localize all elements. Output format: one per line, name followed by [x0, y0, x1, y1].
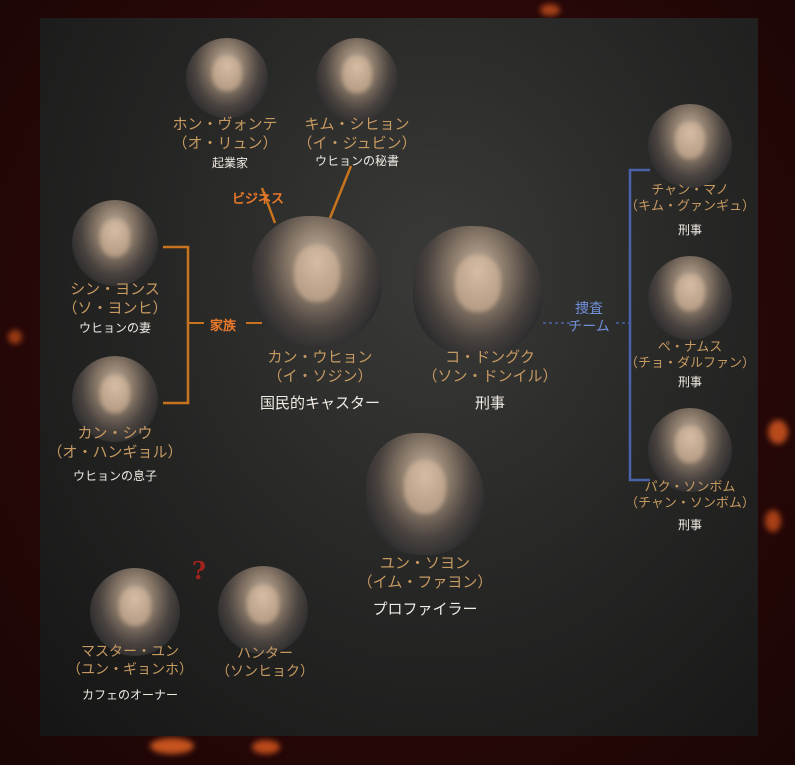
name-kang-shiu: カン・シウ （オ・ハンギョル） — [40, 424, 190, 462]
name-kim-shihyon-text: キム・シヒョン — [304, 115, 410, 133]
role-kim-shihyon: ウヒョンの秘書 — [314, 154, 399, 168]
role-chang: 刑事 — [677, 223, 702, 237]
name-park: パク・ソンボム （チャン・ソンボム） — [615, 480, 758, 513]
actor-park-text: （チャン・ソンボム） — [625, 496, 755, 512]
portrait-kang-wuhyon — [252, 216, 382, 346]
unknown-relation-mark: ? — [192, 556, 207, 585]
family-label: 家族 — [210, 319, 237, 334]
actor-kang-shiu-text: （オ・ハンギョル） — [47, 442, 183, 461]
name-bae-text: ペ・ナムス — [657, 340, 723, 355]
name-kang-wuhyon-text: カン・ウヒョン — [267, 348, 373, 366]
role-master-yun: カフェのオーナー — [81, 688, 178, 702]
portrait-shin — [72, 200, 158, 286]
name-hunter: ハンター （ソンヒョク） — [190, 646, 340, 681]
actor-hong-text: （オ・リュン） — [172, 133, 278, 152]
name-hong: ホン・ヴォンテ （オ・リュン） — [150, 115, 300, 153]
actor-ko-text: （ソン・ドンイル） — [422, 366, 558, 385]
actor-bae-text: （チョ・ダルファン） — [624, 356, 755, 372]
name-ko-text: コ・ドングク — [445, 348, 535, 366]
business-line-hong — [260, 187, 277, 224]
name-park-text: パク・ソンボム — [644, 480, 736, 495]
portrait-hunter — [218, 566, 308, 654]
portrait-chang — [648, 104, 732, 188]
bokeh-light — [252, 740, 280, 754]
team-label-line1: 捜査 — [575, 301, 603, 317]
role-shin: ウヒョンの妻 — [78, 321, 151, 335]
role-ko: 刑事 — [474, 394, 505, 412]
actor-yun-sonyon-text: （イム・ファヨン） — [357, 572, 493, 591]
portrait-bae — [648, 256, 732, 340]
name-hunter-text: ハンター — [237, 646, 293, 662]
name-master-yun: マスター・ユン （ユン・ギョンホ） — [50, 644, 210, 679]
role-hong: 起業家 — [211, 156, 248, 170]
bokeh-light — [765, 510, 781, 532]
actor-kang-wuhyon-text: （イ・ソジン） — [267, 366, 373, 385]
portrait-kim-shihyon — [316, 38, 398, 122]
business-label: ビジネス — [232, 192, 285, 207]
role-park: 刑事 — [677, 518, 702, 532]
portrait-yun-sonyon — [366, 433, 484, 555]
connector-lines — [163, 165, 650, 482]
bokeh-light — [8, 330, 22, 344]
role-kang-wuhyon: 国民的キャスター — [259, 394, 380, 412]
name-kang-wuhyon: カン・ウヒョン （イ・ソジン） — [240, 348, 400, 386]
team-bracket — [628, 168, 650, 482]
name-shin: シン・ヨンス （ソ・ヨンヒ） — [45, 280, 185, 318]
bokeh-light — [150, 738, 194, 754]
actor-master-yun-text: （ユン・ギョンホ） — [67, 661, 193, 678]
bokeh-light — [768, 420, 788, 444]
business-line-kim — [328, 165, 353, 219]
family-bracket — [163, 245, 190, 405]
name-yun-sonyon: ユン・ソヨン （イム・ファヨン） — [340, 554, 510, 592]
name-shin-text: シン・ヨンス — [70, 280, 160, 298]
name-kang-shiu-text: カン・シウ — [77, 424, 153, 442]
bokeh-light — [540, 4, 560, 16]
role-yun-sonyon: プロファイラー — [372, 600, 478, 618]
portrait-master-yun — [90, 568, 180, 656]
name-chang-text: チャン・マノ — [651, 183, 729, 198]
name-chang: チャン・マノ （キム・グァンギュ） — [612, 183, 758, 216]
role-kang-shiu: ウヒョンの息子 — [72, 469, 157, 483]
role-bae: 刑事 — [677, 375, 702, 389]
team-label: 捜査 チーム — [566, 301, 612, 336]
name-yun-sonyon-text: ユン・ソヨン — [379, 554, 470, 572]
actor-kim-shihyon-text: （イ・ジュビン） — [297, 133, 417, 152]
team-label-line2: チーム — [568, 318, 610, 335]
portrait-ko — [413, 226, 543, 356]
relationship-chart: ホン・ヴォンテ （オ・リュン） 起業家 キム・シヒョン （イ・ジュビン） ウヒョ… — [40, 18, 758, 736]
actor-hunter-text: （ソンヒョク） — [216, 663, 314, 680]
portrait-kang-shiu — [72, 356, 158, 442]
actor-shin-text: （ソ・ヨンヒ） — [62, 298, 168, 317]
name-ko: コ・ドングク （ソン・ドンイル） — [410, 348, 570, 386]
actor-chang-text: （キム・グァンギュ） — [624, 199, 755, 215]
name-master-yun-text: マスター・ユン — [81, 644, 179, 660]
name-hong-text: ホン・ヴォンテ — [172, 115, 278, 133]
name-kim-shihyon: キム・シヒョン （イ・ジュビン） — [277, 115, 437, 153]
portrait-hong — [186, 38, 268, 118]
portrait-park — [648, 408, 732, 492]
name-bae: ペ・ナムス （チョ・ダルファン） — [615, 340, 758, 373]
